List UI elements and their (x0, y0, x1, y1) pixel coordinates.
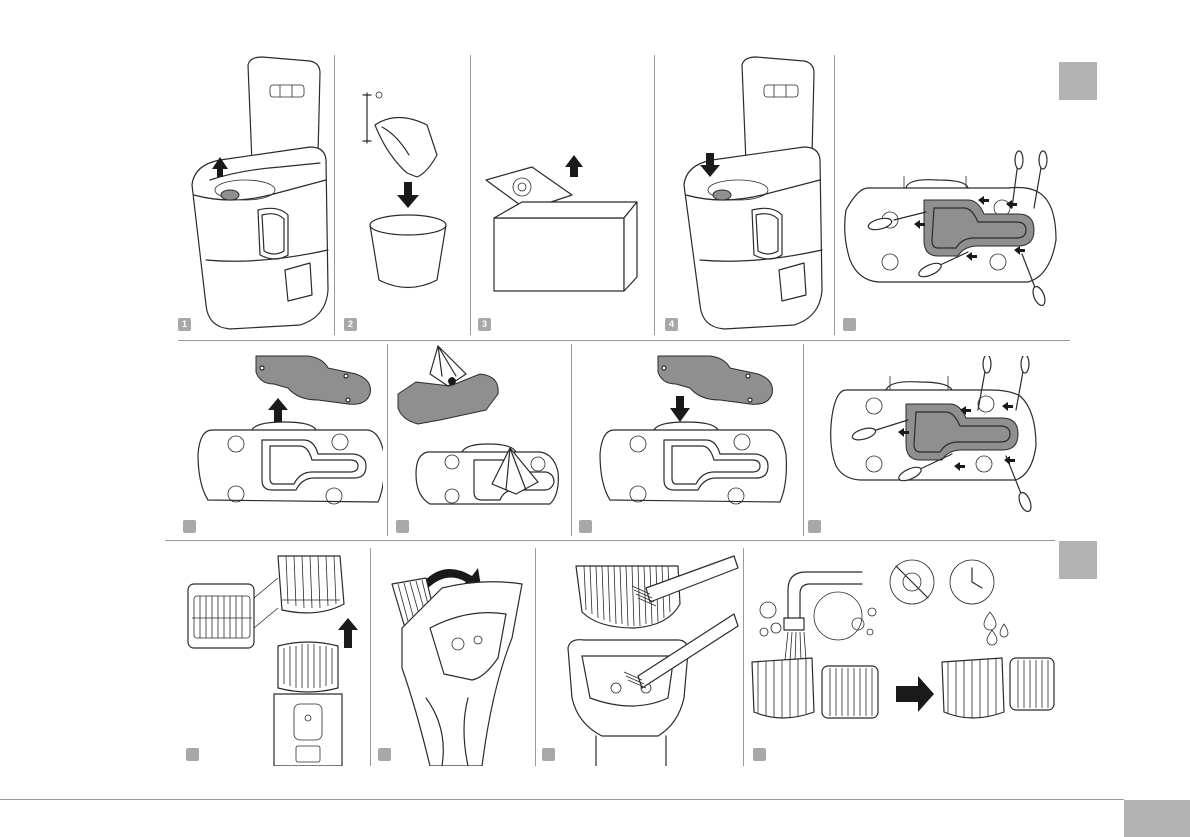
brush-clean-illustration (538, 548, 740, 766)
divider (470, 55, 471, 335)
step-badge (186, 748, 199, 761)
step-badge: 3 (478, 318, 491, 331)
step-badge (183, 520, 196, 533)
divider (370, 548, 371, 766)
brush-clean-panel (538, 548, 740, 766)
page-number-tab (1124, 800, 1190, 837)
section-tab-top (1059, 62, 1097, 100)
new-bag-box-illustration (472, 55, 652, 335)
step-badge (396, 520, 409, 533)
step-badge: 4 (665, 318, 678, 331)
screw-cover-panel (806, 356, 1042, 536)
divider (387, 344, 388, 536)
step-badge (843, 318, 856, 331)
divider (535, 548, 536, 766)
divider (334, 55, 335, 335)
divider (803, 344, 804, 536)
duct-cover-screws-illustration (806, 356, 1042, 536)
replace-cover-illustration (574, 344, 800, 536)
divider (743, 548, 744, 766)
step-1-panel: 1 (170, 55, 330, 335)
step-badge (808, 520, 821, 533)
vacuum-station-illustration (658, 55, 833, 335)
lift-cover-illustration (178, 344, 383, 536)
duct-cover-screws-illustration (838, 140, 1060, 335)
step-badge (753, 748, 766, 761)
trimmer-comb-illustration (178, 548, 368, 766)
step-badge: 2 (344, 318, 357, 331)
step-2-panel: 2 (337, 55, 467, 335)
section-tab-middle (1059, 541, 1097, 579)
footer-rule (0, 799, 1124, 800)
replace-cover-panel (574, 344, 800, 536)
wipe-cover-panel (390, 344, 568, 536)
step-3-panel: 3 (472, 55, 652, 335)
step-4-panel: 4 (658, 55, 833, 335)
step-badge: 1 (178, 318, 191, 331)
wipe-cloth-illustration (390, 344, 568, 536)
divider (834, 55, 835, 335)
divider (654, 55, 655, 335)
step-badge (378, 748, 391, 761)
remove-comb-panel (178, 548, 368, 766)
step-5-panel (838, 140, 1060, 335)
lift-cover-panel (178, 344, 383, 536)
step-badge (542, 748, 555, 761)
rinse-dry-illustration (746, 548, 1056, 766)
trimmer-open-illustration (372, 548, 532, 766)
open-head-panel (372, 548, 532, 766)
row-divider (165, 540, 1055, 541)
bag-emptying-illustration (337, 55, 467, 335)
row-divider (178, 340, 1070, 341)
vacuum-station-illustration (170, 55, 330, 335)
step-badge (579, 520, 592, 533)
divider (571, 344, 572, 536)
rinse-dry-panel (746, 548, 1056, 766)
